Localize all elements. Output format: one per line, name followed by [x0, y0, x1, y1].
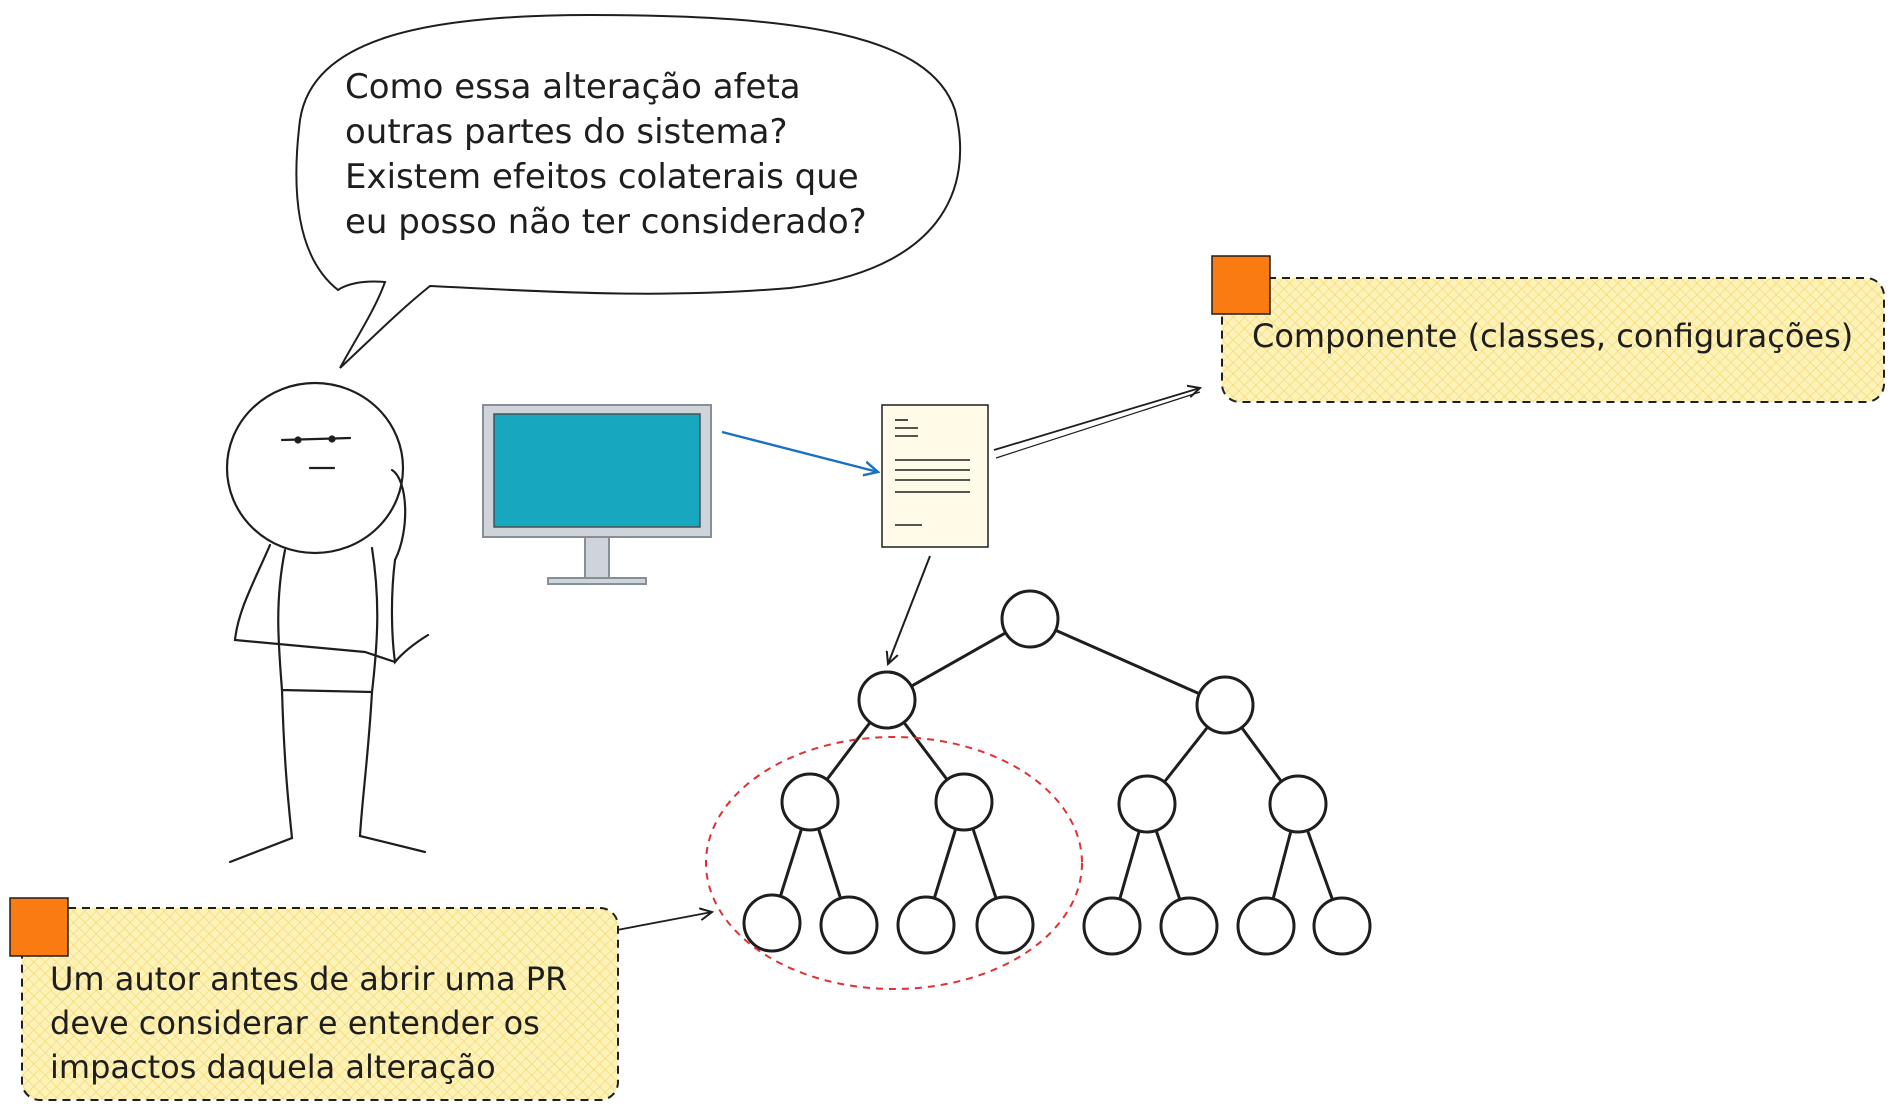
arrows: [616, 388, 1201, 931]
arrow-monitor-to-document: [721, 430, 878, 472]
monitor-icon: [482, 404, 712, 585]
tree-node: [934, 772, 994, 832]
tree-edge: [778, 828, 804, 897]
tree-node: [1082, 896, 1142, 956]
tree-node: [896, 895, 956, 955]
monitor-base: [547, 577, 647, 585]
tree-edge: [1240, 726, 1283, 783]
speech-line-4: eu posso não ter considerado?: [345, 202, 867, 242]
note-component-tag: [1211, 255, 1271, 315]
tree-node: [975, 895, 1035, 955]
note-author: Um autor antes de abrir uma PR deve cons…: [9, 897, 619, 1101]
tree-node: [1159, 896, 1219, 956]
arrow-document-to-component: [993, 388, 1200, 451]
speech-line-1: Como essa alteração afeta: [345, 67, 801, 107]
tree-node: [1312, 896, 1372, 956]
tree-edge: [817, 828, 842, 899]
speech-bubble-text: Como essa alteração afeta outras partes …: [345, 67, 870, 242]
stick-figure: [225, 381, 430, 864]
tree-node: [742, 893, 802, 953]
speech-line-3: Existem efeitos colaterais que: [345, 157, 859, 197]
monitor-screen: [493, 413, 701, 528]
note-component: Componente (classes, configurações): [1211, 255, 1885, 403]
figure-leg-left: [228, 688, 294, 864]
tree-diagram: [742, 589, 1372, 956]
note-author-line-2: deve considerar e entender os: [50, 1004, 540, 1042]
tree-edge: [1055, 628, 1200, 696]
tree-node: [1236, 896, 1296, 956]
arrow-document-to-tree: [888, 555, 931, 664]
tree-node: [780, 772, 840, 832]
speech-bubble: Como essa alteração afeta outras partes …: [295, 13, 962, 369]
tree-node: [1117, 774, 1177, 834]
tree-edge: [902, 721, 949, 781]
tree-node: [819, 895, 879, 955]
document-icon: [881, 404, 989, 548]
tree-root-node: [1000, 589, 1060, 649]
figure-eyebrow: [280, 436, 352, 442]
figure-arm-left: [233, 543, 397, 664]
figure-arm-right: [390, 468, 430, 665]
tree-node: [1268, 774, 1328, 834]
figure-eye-left: [294, 436, 302, 444]
tree-edge: [910, 631, 1007, 688]
note-author-text: Um autor antes de abrir uma PR deve cons…: [50, 960, 577, 1086]
note-author-tag: [9, 897, 69, 957]
note-author-line-1: Um autor antes de abrir uma PR: [50, 960, 567, 998]
tree-edge: [932, 828, 958, 899]
note-component-text: Componente (classes, configurações): [1252, 317, 1853, 355]
tree-edge: [971, 828, 998, 899]
figure-body: [277, 546, 379, 694]
speech-line-2: outras partes do sistema?: [345, 112, 788, 152]
note-author-line-3: impactos daquela alteração: [50, 1048, 496, 1086]
arrow-note-to-subtree: [616, 912, 712, 931]
monitor-neck: [584, 536, 610, 580]
tree-edge: [1163, 726, 1209, 783]
tree-edge: [825, 721, 872, 781]
figure-eye-right: [328, 435, 336, 443]
tree-node: [1195, 675, 1255, 735]
figure-leg-right: [358, 690, 427, 854]
subtree-highlight: [705, 736, 1083, 990]
tree-edge: [1306, 829, 1334, 901]
tree-node: [857, 670, 917, 730]
tree-edge: [1271, 830, 1293, 900]
tree-edge: [1154, 829, 1182, 901]
arrow-document-to-component-2: [995, 391, 1201, 459]
tree-edge: [1118, 830, 1141, 900]
